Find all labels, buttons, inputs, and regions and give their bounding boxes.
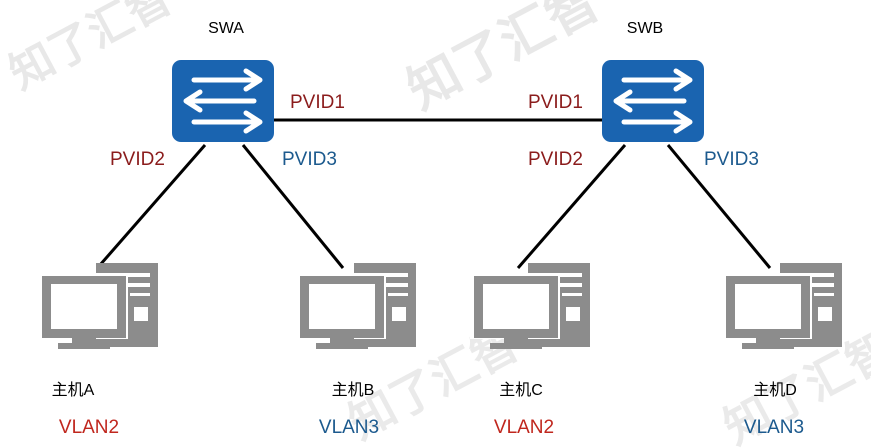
- host-a-vlan: VLAN2: [59, 417, 119, 438]
- host-b-vlan: VLAN3: [319, 417, 379, 438]
- port-labels: PVID1 PVID2 PVID3 PVID1 PVID2 PVID3: [110, 92, 759, 170]
- host-a-name: 主机A: [52, 381, 95, 399]
- host-b-name: 主机B: [332, 381, 375, 399]
- link-swb-host-d: [666, 144, 772, 269]
- host-b: 主机B VLAN3: [296, 263, 416, 438]
- swb-right-pvid: PVID3: [704, 149, 759, 170]
- host-d-vlan: VLAN3: [744, 417, 804, 438]
- swb-left-pvid: PVID2: [528, 149, 583, 170]
- switch-swa-label: SWA: [208, 20, 244, 37]
- host-d: 主机D VLAN3: [722, 263, 842, 438]
- host-d-name: 主机D: [753, 381, 797, 399]
- swa-left-pvid: PVID2: [110, 149, 165, 170]
- link-swb-host-c: [516, 144, 627, 269]
- host-a: 主机A VLAN2: [38, 263, 158, 438]
- link-swa-host-b: [241, 144, 345, 269]
- watermark-text-1: 知了汇智: [2, 0, 180, 99]
- switch-icon: [172, 60, 274, 142]
- computer-icon: [296, 263, 416, 349]
- link-swa-host-a: [98, 144, 207, 266]
- switch-swb-label: SWB: [627, 20, 663, 37]
- switch-swb: SWB: [602, 20, 704, 142]
- host-c-name: 主机C: [499, 381, 543, 399]
- links: [98, 118, 772, 269]
- computer-icon: [38, 263, 158, 349]
- host-c: 主机C VLAN2: [470, 263, 590, 438]
- swb-uplink-pvid: PVID1: [528, 92, 583, 113]
- switch-swa: SWA: [172, 20, 274, 142]
- swa-right-pvid: PVID3: [282, 149, 337, 170]
- computer-icon: [470, 263, 590, 349]
- computer-icon: [722, 263, 842, 349]
- host-c-vlan: VLAN2: [494, 417, 554, 438]
- swa-uplink-pvid: PVID1: [290, 92, 345, 113]
- switch-icon: [602, 60, 704, 142]
